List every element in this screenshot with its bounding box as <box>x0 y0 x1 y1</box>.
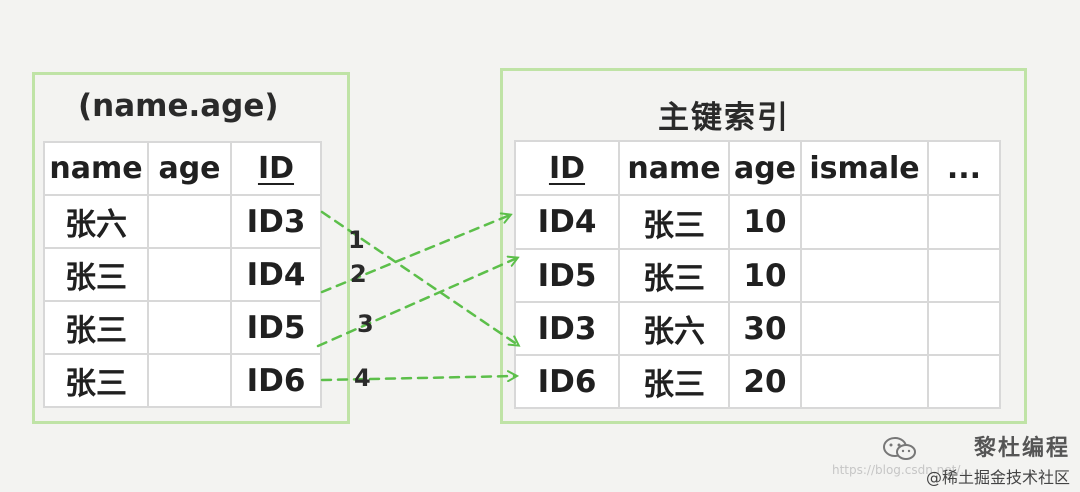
step-label-4: 4 <box>354 364 371 392</box>
step-label-2: 2 <box>350 260 367 288</box>
table-cell-age <box>149 302 232 355</box>
table-cell-age <box>149 196 232 249</box>
column-header-id: ID <box>232 143 322 196</box>
secondary-index-table: name age ID 张六 ID3 张三 ID4 张三 ID5 张三 ID6 <box>43 141 322 408</box>
watermark: 黎杜编程 @稀土掘金技术社区 <box>882 430 1070 488</box>
table-cell-age <box>149 249 232 302</box>
wechat-icon <box>882 437 916 460</box>
table-cell-name: 张三 <box>45 355 149 408</box>
table-cell-more <box>929 196 1001 250</box>
table-cell-name: 张三 <box>620 356 730 409</box>
secondary-index-title: (name.age) <box>78 88 279 124</box>
table-cell-name: 张三 <box>45 249 149 302</box>
table-cell-ismale <box>802 196 929 250</box>
watermark-name: 黎杜编程 <box>973 436 1070 461</box>
table-cell-age: 10 <box>730 196 802 250</box>
table-cell-name: 张三 <box>620 196 730 250</box>
table-cell-id: ID6 <box>232 355 322 408</box>
watermark-url: https://blog.csdn.net/... <box>832 463 972 477</box>
table-cell-id: ID6 <box>516 356 620 409</box>
table-cell-id: ID4 <box>516 196 620 250</box>
column-header-id: ID <box>516 142 620 196</box>
table-cell-age <box>149 355 232 408</box>
column-header-name: name <box>620 142 730 196</box>
table-cell-name: 张三 <box>45 302 149 355</box>
table-cell-ismale <box>802 250 929 303</box>
table-cell-more <box>929 356 1001 409</box>
column-header-age: age <box>149 143 232 196</box>
table-cell-age: 10 <box>730 250 802 303</box>
table-cell-more <box>929 303 1001 356</box>
table-cell-ismale <box>802 356 929 409</box>
table-cell-age: 30 <box>730 303 802 356</box>
table-cell-id: ID5 <box>232 302 322 355</box>
table-cell-id: ID5 <box>516 250 620 303</box>
step-label-1: 1 <box>348 226 365 254</box>
primary-index-table: ID name age ismale ... ID4 张三 10 ID5 张三 … <box>514 140 1001 409</box>
table-cell-ismale <box>802 303 929 356</box>
table-cell-id: ID3 <box>232 196 322 249</box>
table-cell-name: 张六 <box>620 303 730 356</box>
column-header-more: ... <box>929 142 1001 196</box>
table-cell-id: ID3 <box>516 303 620 356</box>
step-label-3: 3 <box>357 310 374 338</box>
table-cell-name: 张三 <box>620 250 730 303</box>
table-cell-id: ID4 <box>232 249 322 302</box>
column-header-name: name <box>45 143 149 196</box>
column-header-ismale: ismale <box>802 142 929 196</box>
column-header-age: age <box>730 142 802 196</box>
arrow-id6-to-row4 <box>320 376 516 380</box>
table-cell-age: 20 <box>730 356 802 409</box>
watermark-subtitle: @稀土掘金技术社区 <box>925 468 1070 487</box>
table-cell-more <box>929 250 1001 303</box>
primary-index-title: 主键索引 <box>658 100 790 136</box>
table-cell-name: 张六 <box>45 196 149 249</box>
